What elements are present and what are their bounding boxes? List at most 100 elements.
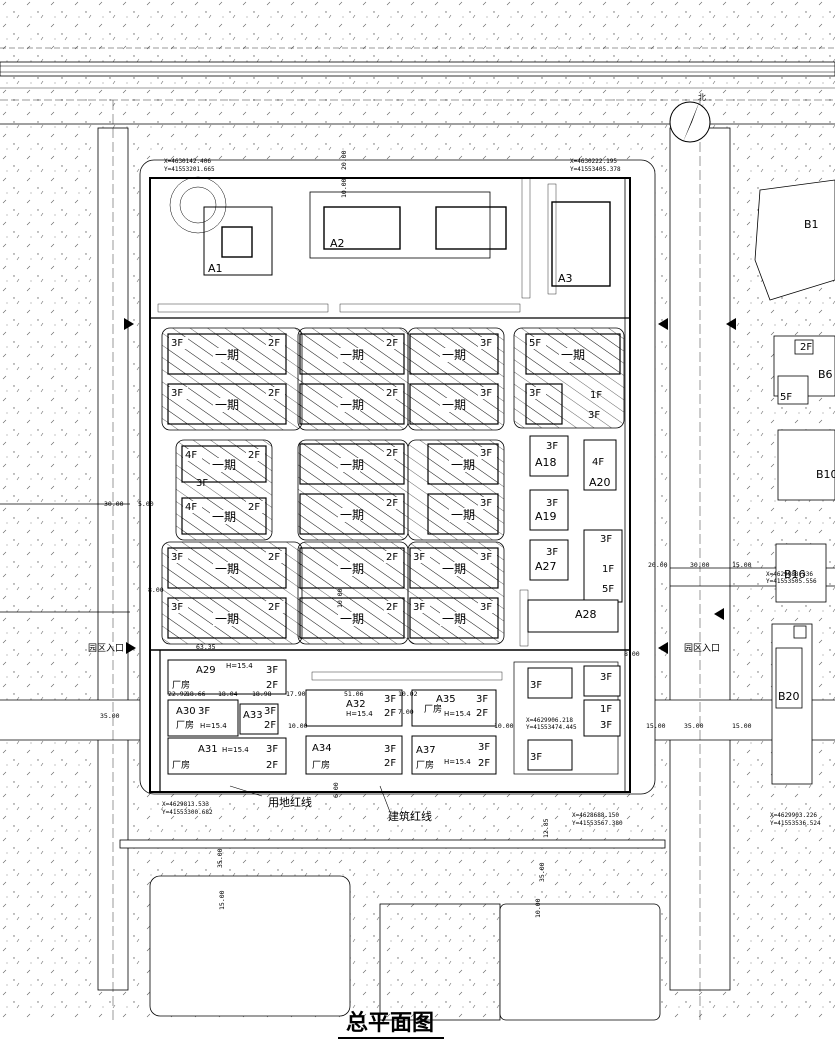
floor-2f: 2F: [476, 708, 488, 719]
label-b10: B10: [816, 468, 835, 481]
floor-4f: 4F: [592, 457, 604, 468]
label-b20: B20: [778, 690, 800, 703]
build-line-label: 建筑红线: [388, 809, 432, 823]
label-backdrop: [411, 551, 430, 563]
label-a30: A30: [176, 706, 196, 717]
phase-label: 一期: [442, 348, 466, 362]
floor-label: 2F: [386, 498, 398, 509]
floor-2f: 2F: [266, 680, 278, 691]
coord-x: X=4629903.226: [770, 812, 817, 819]
south-lower-blocks: [149, 875, 661, 1021]
floor-2f: 2F: [264, 720, 276, 731]
dim-label: 10.00: [534, 898, 542, 918]
floor-label: 4F: [185, 502, 197, 513]
floor-label: 3F: [529, 388, 541, 399]
floor-3f: 3F: [530, 680, 542, 691]
floor-label: 3F: [480, 498, 492, 509]
label-a19: A19: [535, 510, 557, 523]
coord-x: X=4630222.195: [570, 158, 617, 165]
floor-2f: 2F: [384, 708, 396, 719]
label-a27: A27: [535, 560, 557, 573]
floor-label: 5F: [529, 338, 541, 349]
floor-3f: 3F: [530, 752, 542, 763]
floor-label: 2F: [386, 552, 398, 563]
dim-label: 51.06: [344, 690, 364, 698]
coord-y: Y=41553474.445: [526, 724, 577, 731]
phase-label: 一期: [340, 398, 364, 412]
drawing-title: 总平面图: [346, 1010, 434, 1036]
coord-y: Y=41553505.556: [766, 578, 817, 585]
floor-label: 3F: [171, 552, 183, 563]
phase-label: 一期: [212, 510, 236, 524]
floor-2f: 2F: [800, 342, 812, 353]
label-backdrop: [213, 398, 235, 412]
phase-label: 一期: [442, 398, 466, 412]
factory-label: 厂房: [172, 679, 190, 691]
south-factory-buildings: [167, 659, 497, 775]
floor-1f: 1F: [600, 704, 612, 715]
floor-label: 3F: [480, 388, 492, 399]
floor-3f: 3F: [384, 744, 396, 755]
label-a28: A28: [575, 608, 597, 621]
label-backdrop: [384, 387, 403, 399]
floor-label: 3F: [588, 410, 600, 421]
label-backdrop: [440, 398, 462, 412]
label-backdrop: [338, 348, 360, 362]
phase-label: 一期: [451, 458, 475, 472]
label-backdrop: [527, 387, 546, 399]
floor-3f: 3F: [476, 694, 488, 705]
south-labels: A29 A30 A31 A32 A33 A34 A35 A37 厂房 厂房 厂房…: [172, 662, 490, 771]
label-a20: A20: [589, 476, 611, 489]
floor-label: 3F: [171, 388, 183, 399]
floor-3f: 3F: [600, 720, 612, 731]
label-backdrop: [338, 508, 360, 522]
phase-label: 一期: [340, 612, 364, 626]
height-label: H=15.4: [346, 710, 373, 718]
floor-label: 3F: [196, 478, 208, 489]
label-backdrop: [169, 601, 188, 613]
building-label-a2: A2: [330, 237, 345, 250]
label-b6: B6: [818, 368, 833, 381]
floor-label: 3F: [171, 338, 183, 349]
height-label: H=15.4: [444, 758, 471, 766]
dim-label: 6.00: [332, 782, 340, 798]
floor-label: 2F: [268, 388, 280, 399]
entrance-arrows: [124, 318, 736, 654]
coord-x: X=4629906.218: [526, 717, 573, 724]
label-backdrop: [213, 348, 235, 362]
label-backdrop: [440, 348, 462, 362]
floor-3f: 3F: [600, 534, 612, 545]
floor-label: 3F: [171, 602, 183, 613]
phase-label: 一期: [215, 612, 239, 626]
park-entrance-west: 园区入口: [88, 643, 124, 654]
floor-2f: 2F: [478, 758, 490, 769]
floor-label: 3F: [480, 552, 492, 563]
dim-label: 20.00: [648, 561, 668, 569]
building-label-a1: A1: [208, 262, 223, 275]
label-backdrop: [559, 348, 581, 362]
dimension-labels: 20.00 10.00 30.00 5.00 30.00 15.00 20.00…: [100, 150, 752, 918]
label-backdrop: [478, 447, 497, 459]
phase-label: 一期: [212, 458, 236, 472]
height-label: H=15.4: [444, 710, 471, 718]
floor-3f: 3F: [384, 694, 396, 705]
north-arrow-icon: 北: [669, 93, 711, 143]
label-backdrop: [246, 449, 265, 461]
label-a18: A18: [535, 456, 557, 469]
dim-label: 15.00: [732, 561, 752, 569]
label-backdrop: [384, 447, 403, 459]
floor-label: 4F: [185, 450, 197, 461]
label-b1: B1: [804, 218, 819, 231]
floor-3f: 3F: [546, 498, 558, 509]
label-backdrop: [210, 510, 232, 524]
floor-label: 2F: [268, 602, 280, 613]
phase-label: 一期: [442, 612, 466, 626]
label-a35: A35: [436, 694, 456, 705]
label-backdrop: [266, 337, 285, 349]
label-b16: B16: [784, 568, 806, 581]
floor-5f: 5F: [602, 584, 614, 595]
neighbor-buildings: [754, 179, 835, 785]
dim-label: 20.00: [340, 150, 348, 170]
label-backdrop: [384, 337, 403, 349]
floor-2f: 2F: [266, 760, 278, 771]
